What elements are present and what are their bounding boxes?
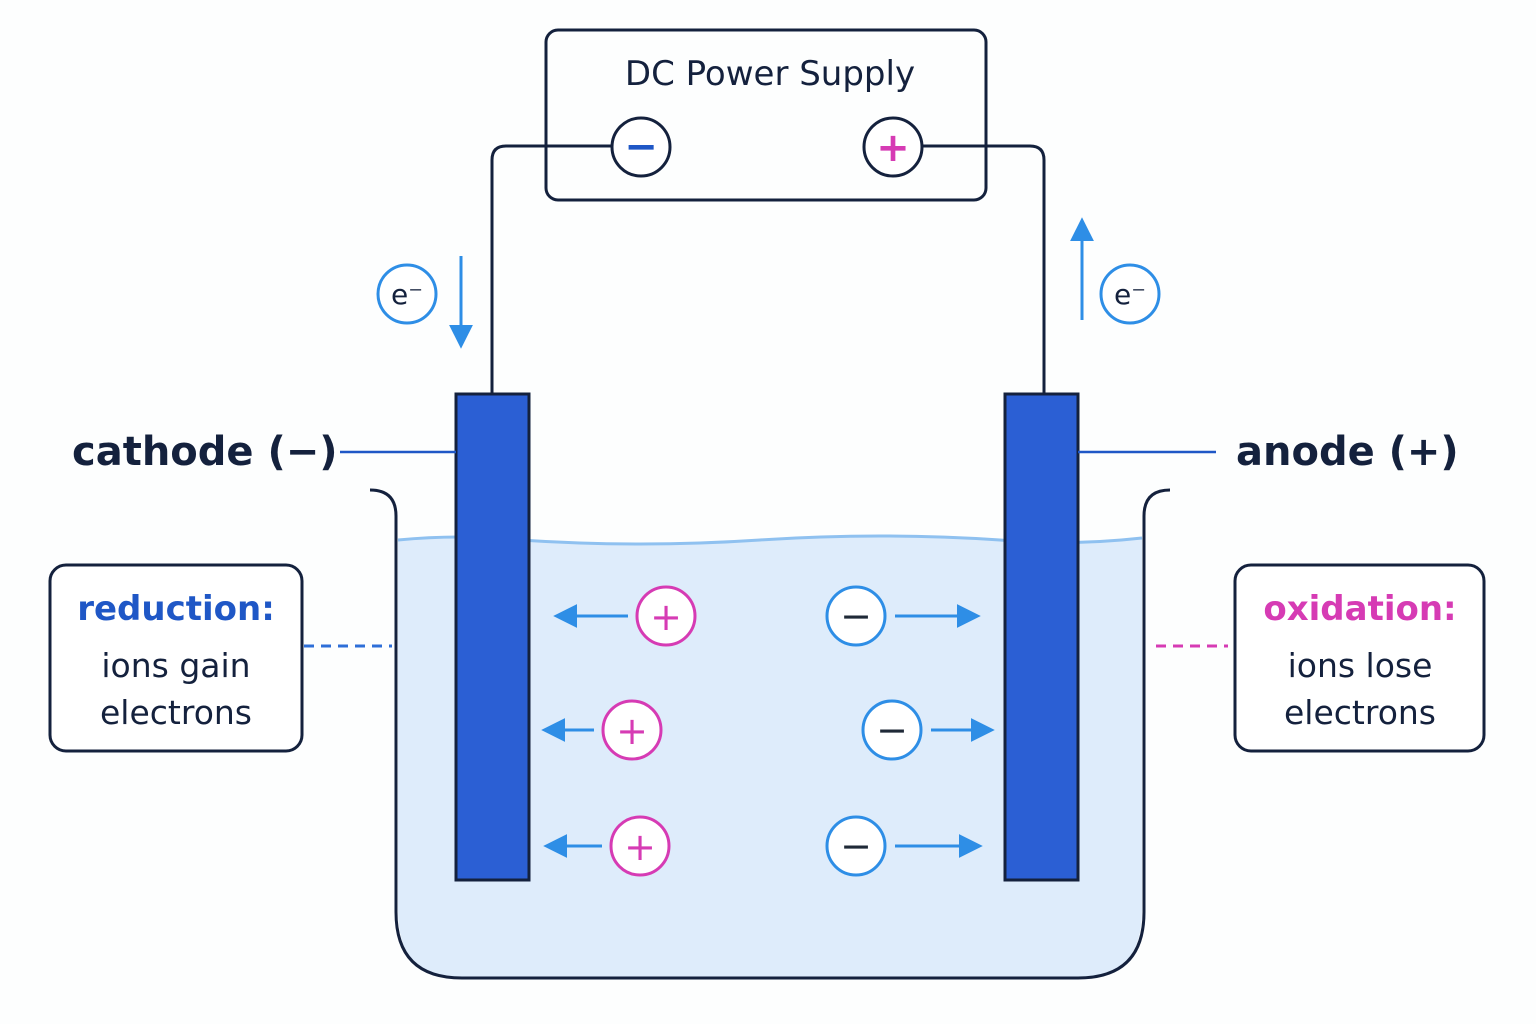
power-supply-title: DC Power Supply xyxy=(625,54,915,94)
electron-symbol-right: e⁻ xyxy=(1114,278,1146,311)
oxidation-line-1: ions lose xyxy=(1288,646,1433,685)
anion-3 xyxy=(825,815,887,877)
oxidation-title: oxidation: xyxy=(1263,589,1456,629)
negative-terminal-symbol: − xyxy=(624,124,658,170)
anode-label: anode (+) xyxy=(1236,429,1459,475)
anode-wire xyxy=(922,144,1046,394)
electron-symbol-left: e⁻ xyxy=(391,278,423,311)
reduction-title: reduction: xyxy=(77,589,275,629)
oxidation-line-2: electrons xyxy=(1284,693,1436,732)
reduction-line-1: ions gain xyxy=(101,646,250,685)
positive-terminal xyxy=(862,116,924,178)
cathode-wire xyxy=(490,144,612,394)
oxidation-box xyxy=(1233,563,1486,753)
cation-2 xyxy=(601,699,663,761)
electron-badge-left xyxy=(376,263,438,325)
anion-symbol-1: − xyxy=(840,594,872,638)
anion-symbol-2: − xyxy=(876,708,908,752)
anode-electrode xyxy=(1003,392,1080,882)
beaker xyxy=(369,488,1171,980)
reduction-box xyxy=(48,563,304,753)
electrolyte-solution xyxy=(398,536,1142,978)
cation-symbol-3: + xyxy=(624,825,656,869)
anion-2 xyxy=(861,699,923,761)
cathode-electrode xyxy=(454,392,531,882)
cathode-label: cathode (−) xyxy=(72,429,338,475)
cation-1 xyxy=(635,585,697,647)
reduction-line-2: electrons xyxy=(100,693,252,732)
electron-badge-right xyxy=(1099,263,1161,325)
power-supply-box xyxy=(544,28,988,202)
anion-1 xyxy=(825,585,887,647)
cation-symbol-2: + xyxy=(616,709,648,753)
anion-symbol-3: − xyxy=(840,824,872,868)
negative-terminal xyxy=(610,116,672,178)
positive-terminal-symbol: + xyxy=(876,125,910,171)
cation-symbol-1: + xyxy=(650,595,682,639)
cation-3 xyxy=(609,815,671,877)
